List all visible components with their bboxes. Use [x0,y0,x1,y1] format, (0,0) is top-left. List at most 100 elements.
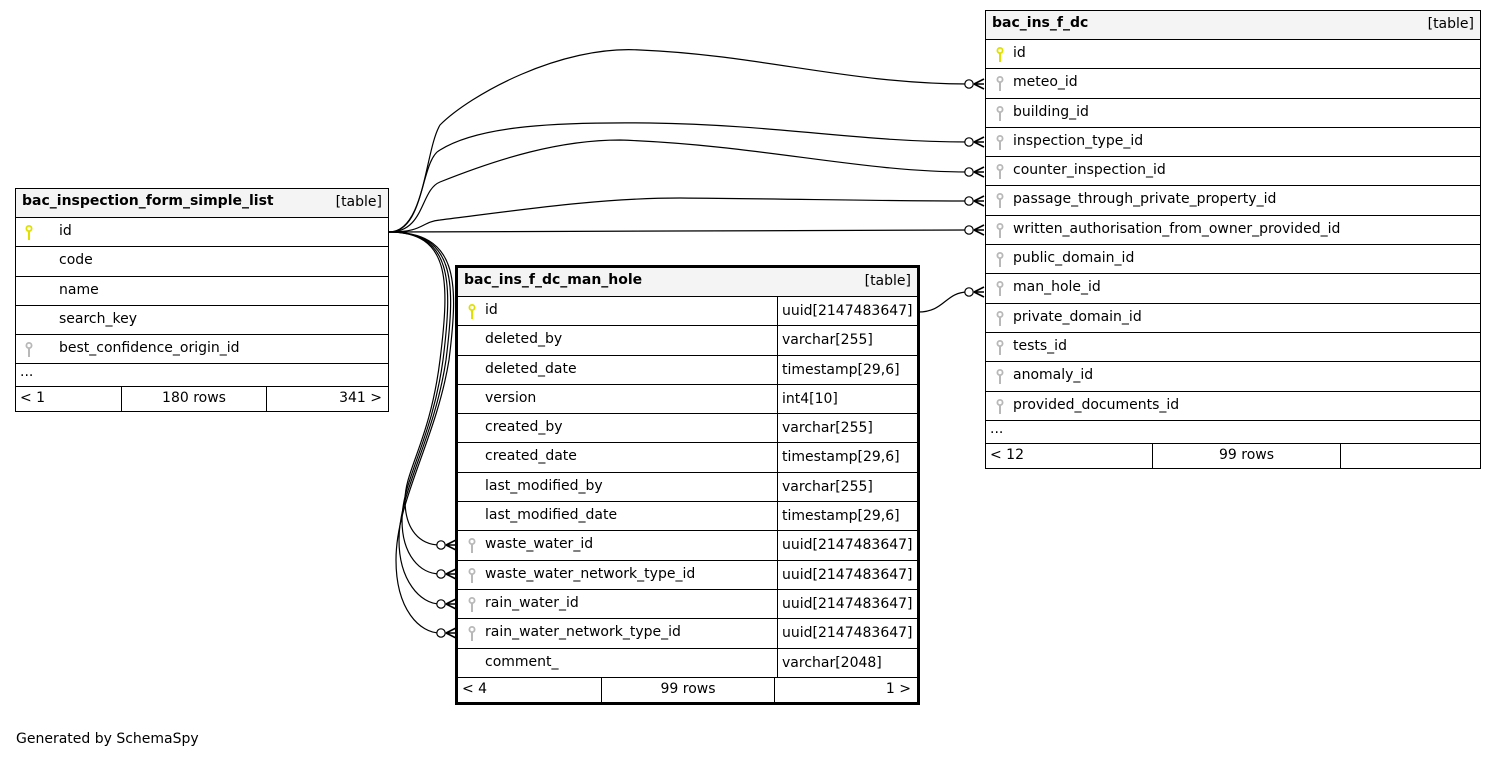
foreign-key-icon [996,105,1004,122]
table-header: bac_ins_f_dc [table] [986,11,1480,40]
column-row[interactable]: created_by varchar[255] [458,414,917,444]
link-simple-list-to-waste-water-id [388,231,446,546]
more-columns: ... [986,421,1480,444]
column-row[interactable]: counter_inspection_id [986,157,1480,187]
table-header: bac_ins_f_dc_man_hole [table] [458,268,917,297]
link-simple-list-to-counter-inspection-id [388,139,969,233]
column-name: rain_water_id [485,594,579,611]
column-name: best_confidence_origin_id [59,340,240,357]
link-simple-list-to-rain-water-id [388,231,452,605]
primary-key-icon [25,225,33,241]
column-row[interactable]: inspection_type_id [986,128,1480,158]
column-name: anomaly_id [1013,367,1094,384]
foreign-key-icon [996,281,1004,297]
column-row[interactable]: code [16,247,388,277]
foreign-key-icon [996,164,1004,180]
crows-foot-zero-many-marker [436,539,457,551]
column-name: public_domain_id [1013,250,1135,267]
column-name: waste_water_network_type_id [485,565,696,582]
more-columns: ... [16,364,388,388]
table-dc[interactable]: bac_ins_f_dc [table] id meteo_id building_… [985,10,1481,469]
children-count[interactable]: 1 > [885,680,911,697]
column-row[interactable]: building_id [986,99,1480,128]
link-simple-list-to-rain-water-network-type-id [388,231,455,634]
column-row[interactable]: private_domain_id [986,304,1480,333]
column-name: id [1013,45,1026,61]
parents-count[interactable]: < 4 [458,677,602,702]
column-row[interactable]: provided_documents_id [986,392,1480,421]
column-name: created_by [485,419,563,436]
link-man-hole-id-to-man-hole-id [917,291,969,313]
table-name[interactable]: bac_inspection_form_simple_list [22,193,274,209]
table-simple-list[interactable]: bac_inspection_form_simple_list [table] … [15,188,389,413]
foreign-key-icon [996,339,1004,356]
foreign-key-icon [996,398,1004,415]
column-row[interactable]: search_key [16,306,388,336]
column-row[interactable]: passage_through_private_property_id [986,186,1480,216]
column-type: uuid[2147483647] [777,560,917,589]
foreign-key-icon [25,342,33,358]
column-name: provided_documents_id [1013,396,1180,413]
column-row[interactable]: last_modified_by varchar[255] [458,472,917,503]
column-row[interactable]: comment_varchar[2048] [458,648,917,678]
column-row[interactable]: anomaly_id [986,362,1480,392]
children-count[interactable]: 341 > [339,390,382,407]
column-name: id [485,302,498,318]
foreign-key-icon [468,596,476,613]
column-type: uuid[2147483647] [777,531,917,560]
column-row[interactable]: public_domain_id [986,245,1480,275]
table-name[interactable]: bac_ins_f_dc [992,15,1089,31]
parents-count[interactable]: < 12 [986,443,1153,468]
column-row[interactable]: created_date timestamp[29,6] [458,443,917,473]
table-kind: [table] [335,194,382,210]
column-name: search_key [59,310,138,327]
column-name: last_modified_date [485,507,618,524]
column-name: last_modified_by [485,477,603,494]
table-kind: [table] [864,273,911,289]
crows-foot-zero-many-marker [964,286,985,298]
link-simple-list-to-meteo-id [388,49,969,233]
row-count: 99 rows [1153,443,1341,468]
table-name[interactable]: bac_ins_f_dc_man_hole [464,272,643,288]
column-row[interactable]: id [16,218,388,248]
table-kind: [table] [1427,16,1474,32]
column-name: deleted_date [485,360,577,377]
column-type: varchar[255] [777,472,917,502]
primary-key-icon [996,47,1004,63]
column-row[interactable]: meteo_id [986,69,1480,99]
foreign-key-icon [996,134,1004,151]
children-count[interactable] [1341,444,1480,468]
column-row[interactable]: tests_id [986,333,1480,363]
column-name: version [485,389,537,406]
column-name: tests_id [1013,337,1067,354]
column-row[interactable]: written_authorisation_from_owner_provide… [986,216,1480,246]
column-row[interactable]: name [16,277,388,306]
foreign-key-icon [468,626,476,642]
foreign-key-icon [468,567,476,584]
crows-foot-zero-many-marker [964,78,985,90]
column-name: building_id [1013,103,1089,120]
link-simple-list-to-written-authorisation-id [388,229,969,233]
column-row[interactable]: best_confidence_origin_id [16,335,388,365]
column-type: varchar[2048] [777,648,917,677]
crows-foot-zero-many-marker [436,627,457,639]
column-row[interactable]: man_hole_id [986,274,1480,304]
column-type: varchar[255] [777,414,917,443]
column-name: created_date [485,448,577,465]
parents-count[interactable]: < 1 [16,387,122,412]
column-name: deleted_by [485,331,563,348]
column-type: timestamp[29,6] [777,443,917,472]
column-row[interactable]: waste_water_network_type_id uuid[21474836… [458,560,917,590]
column-row[interactable]: id [986,40,1480,70]
crows-foot-zero-many-marker [964,224,985,236]
generated-by-note: Generated by SchemaSpy [16,731,199,747]
